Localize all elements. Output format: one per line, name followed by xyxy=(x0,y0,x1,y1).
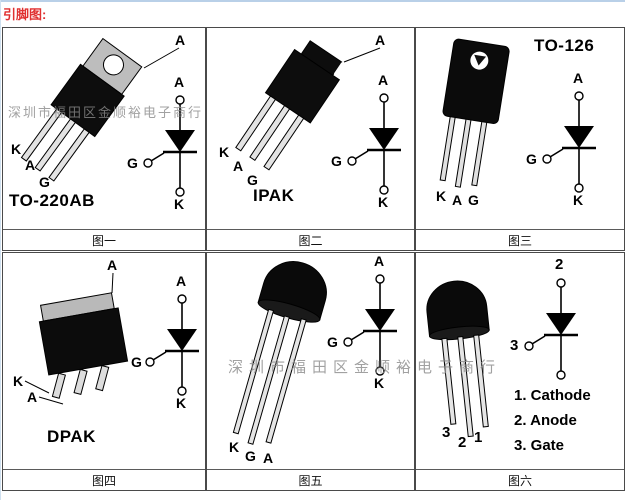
symbol-gate-label: G xyxy=(131,354,142,370)
to92-package-drawing xyxy=(426,280,490,438)
legend-item-cathode: 1. Cathode xyxy=(514,387,591,404)
symbol-cathode-label: K xyxy=(573,192,584,208)
tab-anode-label: A xyxy=(175,32,186,48)
symbol-anode-label: 2 xyxy=(555,256,564,273)
figure-caption: 图六 xyxy=(416,469,624,490)
ipak-package-drawing xyxy=(235,40,344,171)
caption-text: 图四 xyxy=(91,473,116,488)
package-name: IPAK xyxy=(253,186,295,205)
pin-label-1: 1 xyxy=(474,429,483,446)
pin-label-a: A xyxy=(27,389,38,405)
figure-caption: 图四 xyxy=(3,469,205,490)
figure-panel-5: K G A A G K 图五 xyxy=(206,252,415,491)
pin-label-a: A xyxy=(263,450,274,466)
pin-label-a: A xyxy=(25,157,36,173)
symbol-anode-label: A xyxy=(573,70,584,86)
pin-label-k: K xyxy=(13,373,24,389)
figure-caption: 图三 xyxy=(416,229,624,250)
symbol-cathode-label: K xyxy=(374,375,385,391)
figure-caption: 图五 xyxy=(207,469,414,490)
to92l-package-drawing xyxy=(232,261,327,445)
symbol-cathode-label: K xyxy=(174,196,185,212)
tab-anode-label: A xyxy=(107,257,118,273)
to220ab-package-drawing xyxy=(20,37,143,182)
pin-label-k: K xyxy=(219,144,230,160)
scr-symbol xyxy=(541,90,598,194)
figure-panel-2: A K A G IPAK A G K 图二 xyxy=(206,27,415,251)
figure-caption: 图二 xyxy=(207,229,414,250)
page-title: 引脚图: xyxy=(3,7,47,22)
dpak-package-drawing xyxy=(38,292,129,399)
scr-symbol xyxy=(523,277,580,381)
symbol-cathode-label: K xyxy=(378,194,389,210)
symbol-gate-label: G xyxy=(327,334,338,350)
symbol-anode-label: A xyxy=(176,273,187,289)
figure-panel-1: A K A G TO-220AB A G K 图一 xyxy=(2,27,206,251)
symbol-gate-label: 3 xyxy=(510,337,519,354)
pin-label-g: G xyxy=(39,174,50,190)
symbol-anode-label: A xyxy=(374,253,385,269)
pin-legend: 1. Cathode 2. Anode 3. Gate xyxy=(514,383,591,458)
package-name: TO-220AB xyxy=(9,191,95,210)
pin-label-k: K xyxy=(11,141,22,157)
symbol-anode-label: A xyxy=(174,74,185,90)
pin-label-a: A xyxy=(233,158,244,174)
scr-symbol xyxy=(142,94,199,198)
package-name: TO-126 xyxy=(534,36,595,55)
pin-label-k: K xyxy=(436,188,447,204)
legend-item-gate: 3. Gate xyxy=(514,437,565,454)
to126-package-drawing xyxy=(439,38,510,188)
pin-label-3: 3 xyxy=(442,424,451,441)
symbol-anode-label: A xyxy=(378,72,389,88)
page-top-border xyxy=(0,0,625,2)
pin-label-2: 2 xyxy=(458,434,467,451)
scr-symbol xyxy=(144,293,201,397)
caption-text: 图二 xyxy=(298,233,323,248)
tab-anode-label: A xyxy=(375,32,386,48)
scr-symbol xyxy=(346,92,403,196)
figure-panel-3: TO-126 K A G A G K 图三 xyxy=(415,27,625,251)
figure-panel-4: A K A DPAK A G K 图四 xyxy=(2,252,206,491)
scr-symbol xyxy=(342,273,399,377)
pin-label-k: K xyxy=(229,439,240,455)
caption-text: 图三 xyxy=(507,233,532,248)
pin-label-g: G xyxy=(468,192,479,208)
symbol-gate-label: G xyxy=(526,151,537,167)
symbol-cathode-label: K xyxy=(176,395,187,411)
symbol-gate-label: G xyxy=(331,153,342,169)
pin-label-a: A xyxy=(452,192,463,208)
package-name: DPAK xyxy=(47,427,96,446)
caption-text: 图六 xyxy=(507,473,532,488)
page-left-border xyxy=(0,0,1,500)
caption-text: 图一 xyxy=(91,233,116,248)
figure-panel-6: 3 2 1 2 3 1. Cathode 2. Anode 3. Gate 图六 xyxy=(415,252,625,491)
pin-label-g: G xyxy=(245,448,256,464)
symbol-gate-label: G xyxy=(127,155,138,171)
figure-caption: 图一 xyxy=(3,229,205,250)
legend-item-anode: 2. Anode xyxy=(514,412,577,429)
pin-label-g: G xyxy=(247,172,258,188)
caption-text: 图五 xyxy=(298,473,323,488)
